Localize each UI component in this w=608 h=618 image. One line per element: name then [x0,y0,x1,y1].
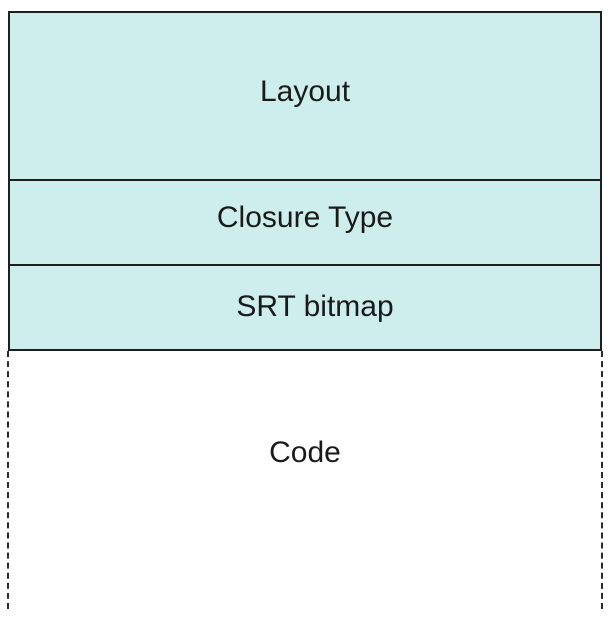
closure-type-block: Closure Type [8,179,602,266]
srt-bitmap-label: SRT bitmap [236,289,394,323]
code-left-dashed-border [7,351,9,609]
layout-label: Layout [259,75,351,108]
code-region: Code [7,351,603,609]
code-right-dashed-border [601,351,603,609]
layout-block: Layout [8,11,602,181]
code-label: Code [269,436,341,469]
srt-bitmap-block: SRT bitmap [8,264,602,351]
closure-type-label: Closure Type [216,200,394,234]
